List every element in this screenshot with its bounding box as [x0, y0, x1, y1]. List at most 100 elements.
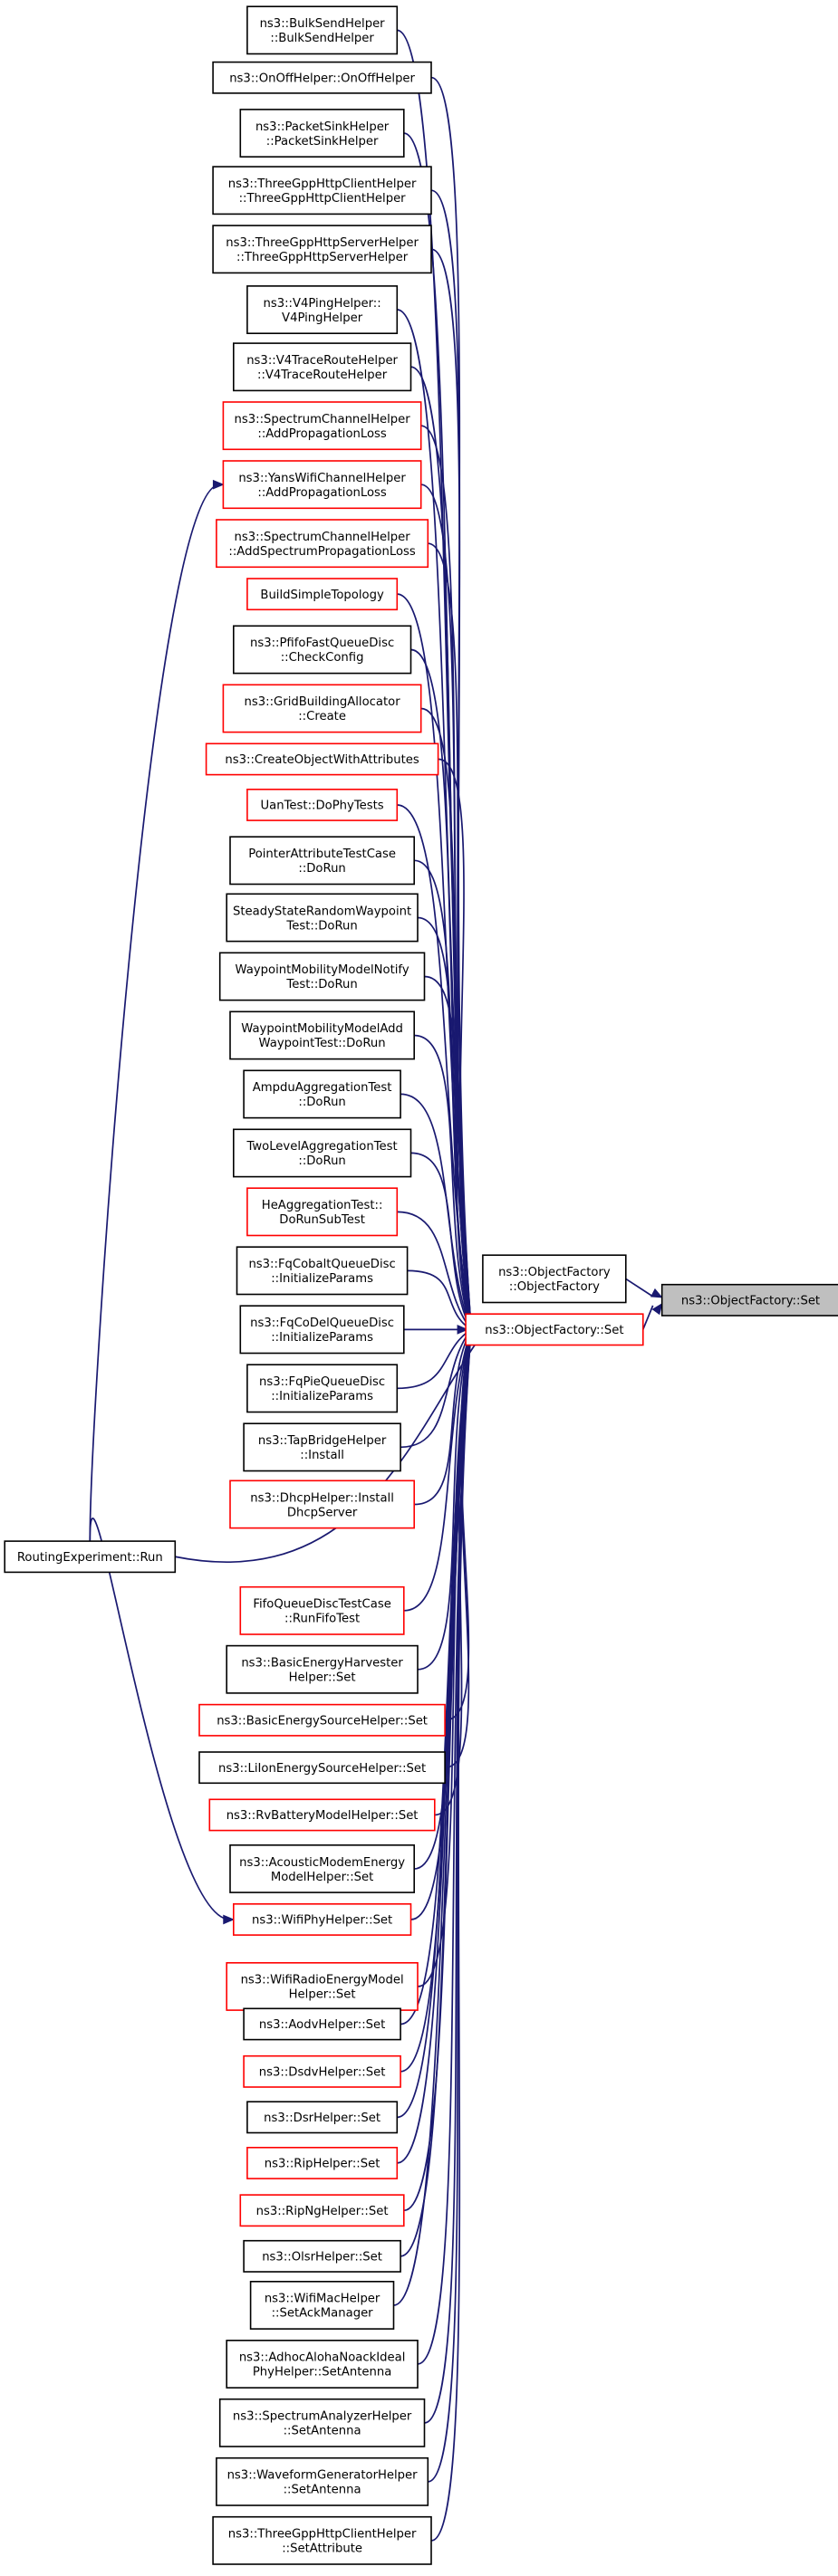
node-c20[interactable]: TwoLevelAggregationTest::DoRun [232, 1128, 412, 1178]
node-label: ns3::TapBridgeHelper [258, 1434, 387, 1448]
edge-c20-to-hub [410, 1152, 472, 1330]
node-label: ::Install [300, 1449, 344, 1462]
node-c37[interactable]: ns3::DsrHelper::Set [246, 2101, 399, 2134]
node-box [222, 401, 422, 451]
node-box [243, 1422, 401, 1472]
node-label: ns3::RipNgHelper::Set [256, 2205, 389, 2218]
node-box [660, 1283, 838, 1317]
node-set[interactable]: ns3::ObjectFactory::Set [660, 1283, 838, 1317]
node-c21[interactable]: HeAggregationTest::DoRunSubTest [246, 1187, 399, 1237]
node-c31[interactable]: ns3::RvBatteryModelHelper::Set [208, 1798, 436, 1832]
edge-c21-to-hub [397, 1211, 472, 1330]
node-box [246, 788, 399, 821]
node-label: ::BulkSendHelper [270, 32, 374, 45]
node-c9[interactable]: ns3::SpectrumChannelHelper::AddSpectrumP… [216, 519, 429, 569]
node-box [229, 1010, 415, 1060]
node-c11[interactable]: ns3::PfifoFastQueueDisc::CheckConfig [232, 625, 412, 675]
node-label: AmpduAggregationTest [253, 1081, 392, 1095]
node-label: ns3::RvBatteryModelHelper::Set [226, 1809, 419, 1823]
node-c13[interactable]: ns3::CreateObjectWithAttributes [205, 742, 439, 776]
node-label: ::ThreeGppHttpClientHelper [239, 192, 407, 206]
node-box [205, 742, 439, 776]
edge-c25-to-hub [400, 1328, 472, 1449]
edge-c13-to-hub [438, 758, 472, 1330]
node-box [246, 1187, 399, 1237]
node-box [229, 1844, 415, 1893]
node-factory[interactable]: ns3::ObjectFactory::ObjectFactory [482, 1254, 627, 1304]
node-label: DoRunSubTest [279, 1213, 365, 1227]
node-c3[interactable]: ns3::ThreeGppHttpClientHelper::ThreeGppH… [212, 166, 432, 215]
node-c10[interactable]: BuildSimpleTopology [246, 578, 399, 611]
node-c12[interactable]: ns3::GridBuildingAllocator::Create [222, 684, 422, 733]
node-c7[interactable]: ns3::SpectrumChannelHelper::AddPropagati… [222, 401, 422, 451]
node-c27[interactable]: FifoQueueDiscTestCase::RunFifoTest [239, 1585, 405, 1635]
node-label: ::CheckConfig [281, 651, 364, 665]
node-c1[interactable]: ns3::OnOffHelper::OnOffHelper [212, 61, 432, 94]
node-c14[interactable]: UanTest::DoPhyTests [246, 788, 399, 821]
node-routing[interactable]: RoutingExperiment::Run [4, 1540, 177, 1574]
node-label: ::DoRun [298, 862, 345, 876]
node-c25[interactable]: ns3::TapBridgeHelper::Install [243, 1422, 401, 1472]
node-c0[interactable]: ns3::BulkSendHelper::BulkSendHelper [246, 5, 399, 55]
node-c35[interactable]: ns3::AodvHelper::Set [243, 2007, 401, 2041]
node-c43[interactable]: ns3::SpectrumAnalyzerHelper::SetAntenna [218, 2398, 426, 2447]
node-label: ::InitializeParams [271, 1390, 373, 1403]
node-box [236, 1246, 409, 1296]
node-c24[interactable]: ns3::FqPieQueueDisc::InitializeParams [246, 1364, 399, 1413]
node-c30[interactable]: ns3::LiIonEnergySourceHelper::Set [198, 1751, 446, 1785]
node-c29[interactable]: ns3::BasicEnergySourceHelper::Set [198, 1703, 446, 1737]
node-c45[interactable]: ns3::ThreeGppHttpClientHelper::SetAttrib… [212, 2515, 432, 2565]
node-c41[interactable]: ns3::WifiMacHelper::SetAckManager [249, 2281, 395, 2330]
node-c44[interactable]: ns3::WaveformGeneratorHelper::SetAntenna [216, 2456, 429, 2506]
node-box [229, 1480, 415, 1529]
node-c22[interactable]: ns3::FqCobaltQueueDisc::InitializeParams [236, 1246, 409, 1296]
node-label: ns3::ThreeGppHttpServerHelper [226, 236, 419, 250]
node-c33[interactable]: ns3::WifiPhyHelper::Set [232, 1903, 412, 1936]
node-box [232, 342, 412, 392]
edge-c4-to-hub [430, 248, 472, 1330]
node-label: ns3::PacketSinkHelper [255, 120, 390, 134]
node-c42[interactable]: ns3::AdhocAlohaNoackIdealPhyHelper::SetA… [226, 2340, 419, 2389]
arrowhead-target-factory [650, 1288, 663, 1298]
node-c19[interactable]: AmpduAggregationTest::DoRun [243, 1069, 401, 1119]
node-c8[interactable]: ns3::YansWifiChannelHelper::AddPropagati… [222, 460, 422, 510]
node-box [243, 1069, 401, 1119]
node-c6[interactable]: ns3::V4TraceRouteHelper::V4TraceRouteHel… [232, 342, 412, 392]
node-label: ns3::FqCobaltQueueDisc [248, 1258, 395, 1271]
node-c38[interactable]: ns3::RipHelper::Set [246, 2147, 399, 2179]
edge-c18-to-hub [414, 1034, 472, 1330]
node-c5[interactable]: ns3::V4PingHelper::V4PingHelper [246, 285, 399, 334]
node-c15[interactable]: PointerAttributeTestCase::DoRun [229, 836, 415, 886]
node-c23[interactable]: ns3::FqCoDelQueueDisc::InitializeParams [239, 1305, 405, 1355]
node-c2[interactable]: ns3::PacketSinkHelper::PacketSinkHelper [239, 109, 405, 158]
node-box [226, 1644, 419, 1694]
node-box [239, 1585, 405, 1635]
node-box [243, 2239, 401, 2273]
node-box [246, 2101, 399, 2134]
node-box [4, 1540, 177, 1574]
node-box [465, 1313, 644, 1346]
node-label: ns3::AodvHelper::Set [259, 2018, 385, 2032]
arrowhead-hub [457, 1325, 469, 1335]
node-label: PointerAttributeTestCase [248, 847, 396, 861]
arrowhead-c33 [223, 1914, 236, 1925]
node-c39[interactable]: ns3::RipNgHelper::Set [239, 2194, 405, 2227]
node-label: ns3::WaveformGeneratorHelper [227, 2469, 419, 2483]
node-c40[interactable]: ns3::OlsrHelper::Set [243, 2239, 401, 2273]
node-label: UanTest::DoPhyTests [261, 800, 384, 813]
edge-c41-to-hub [393, 1329, 472, 2306]
node-hub[interactable]: ns3::ObjectFactory::Set [465, 1313, 644, 1346]
node-c36[interactable]: ns3::DsdvHelper::Set [243, 2054, 401, 2088]
node-label: HeAggregationTest:: [262, 1199, 383, 1212]
node-label: ::V4TraceRouteHelper [257, 369, 388, 382]
node-label: TwoLevelAggregationTest [246, 1140, 397, 1154]
edge-layer [89, 29, 663, 2542]
node-c4[interactable]: ns3::ThreeGppHttpServerHelper::ThreeGppH… [212, 225, 432, 274]
node-c18[interactable]: WaypointMobilityModelAddWaypointTest::Do… [229, 1010, 415, 1060]
